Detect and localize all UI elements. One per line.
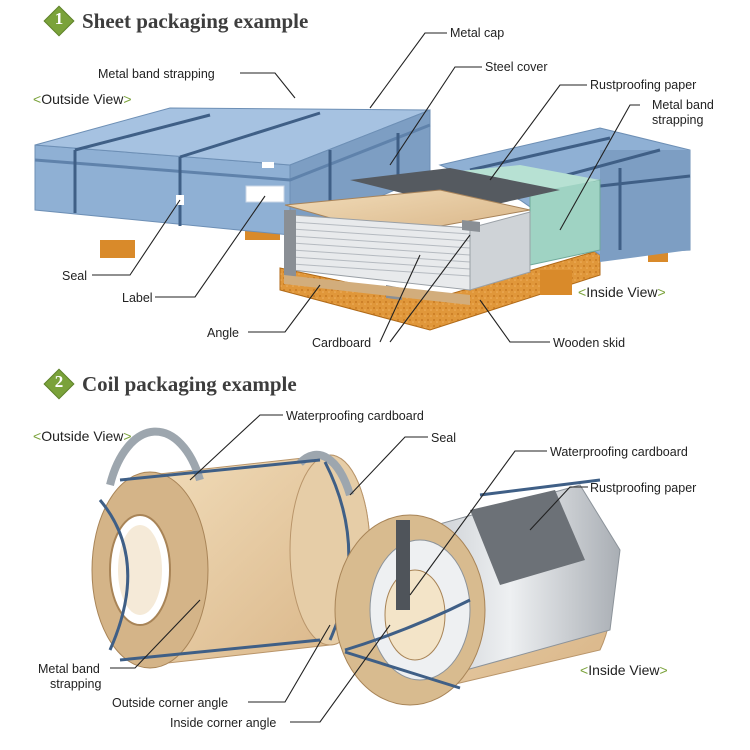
sheet-inside-view-label: <Inside View>: [578, 284, 666, 300]
label-inside-corner-angle: Inside corner angle: [170, 716, 277, 730]
label-metal-band-strapping-sheet-outside: Metal band strapping: [98, 67, 215, 81]
label-metal-band-coil-line1: Metal band: [38, 662, 100, 676]
bracket-open: <: [580, 662, 589, 678]
view-text: Inside View: [586, 284, 658, 300]
coil-inside-view-label: <Inside View>: [580, 662, 668, 678]
section-1-title: Sheet packaging example: [82, 8, 309, 33]
view-text: Outside View: [41, 91, 124, 107]
label-metal-band-sheet-inside-line1: Metal band: [652, 98, 714, 112]
bracket-close: >: [657, 284, 666, 300]
section-2-heading: 2 Coil packaging example: [44, 369, 297, 399]
view-text: Outside View: [41, 428, 124, 444]
label-steel-cover: Steel cover: [485, 60, 548, 74]
label-seal-sheet: Seal: [62, 269, 88, 283]
sheet-outside-view-label: <Outside View>: [33, 91, 132, 107]
label-outside-corner-angle: Outside corner angle: [112, 696, 229, 710]
coil-outside-view-label: <Outside View>: [33, 428, 132, 444]
bracket-open: <: [33, 91, 42, 107]
section-1-number: 1: [54, 9, 64, 28]
section-1-badge: 1: [44, 6, 74, 36]
section-1-heading: 1 Sheet packaging example: [44, 6, 308, 36]
label-metal-band-coil-line2: strapping: [50, 677, 102, 691]
label-metal-band-sheet-inside-line2: strapping: [652, 113, 704, 127]
bracket-close: >: [123, 91, 132, 107]
label-rustproofing-paper-coil: Rustproofing paper: [590, 481, 697, 495]
label-wooden-skid: Wooden skid: [553, 336, 626, 350]
bracket-open: <: [578, 284, 587, 300]
bracket-close: >: [123, 428, 132, 444]
sheet-outside-box: [34, 107, 431, 258]
bracket-close: >: [659, 662, 668, 678]
label-label: Label: [122, 291, 153, 305]
label-metal-cap: Metal cap: [450, 26, 505, 40]
section-2-title: Coil packaging example: [82, 371, 297, 396]
label-seal-coil: Seal: [431, 431, 457, 445]
section-2-badge: 2: [44, 369, 74, 399]
coil-inside: [334, 478, 621, 706]
label-waterproofing-cardboard-outside: Waterproofing cardboard: [286, 409, 424, 423]
label-angle: Angle: [207, 326, 239, 340]
view-text: Inside View: [588, 662, 660, 678]
label-rustproofing-paper-sheet: Rustproofing paper: [590, 78, 697, 92]
label-waterproofing-cardboard-inside: Waterproofing cardboard: [550, 445, 688, 459]
leader-lines: [92, 32, 640, 723]
coil-outside: [91, 427, 371, 669]
label-cardboard: Cardboard: [312, 336, 372, 350]
section-2-number: 2: [54, 372, 64, 391]
bracket-open: <: [33, 428, 42, 444]
